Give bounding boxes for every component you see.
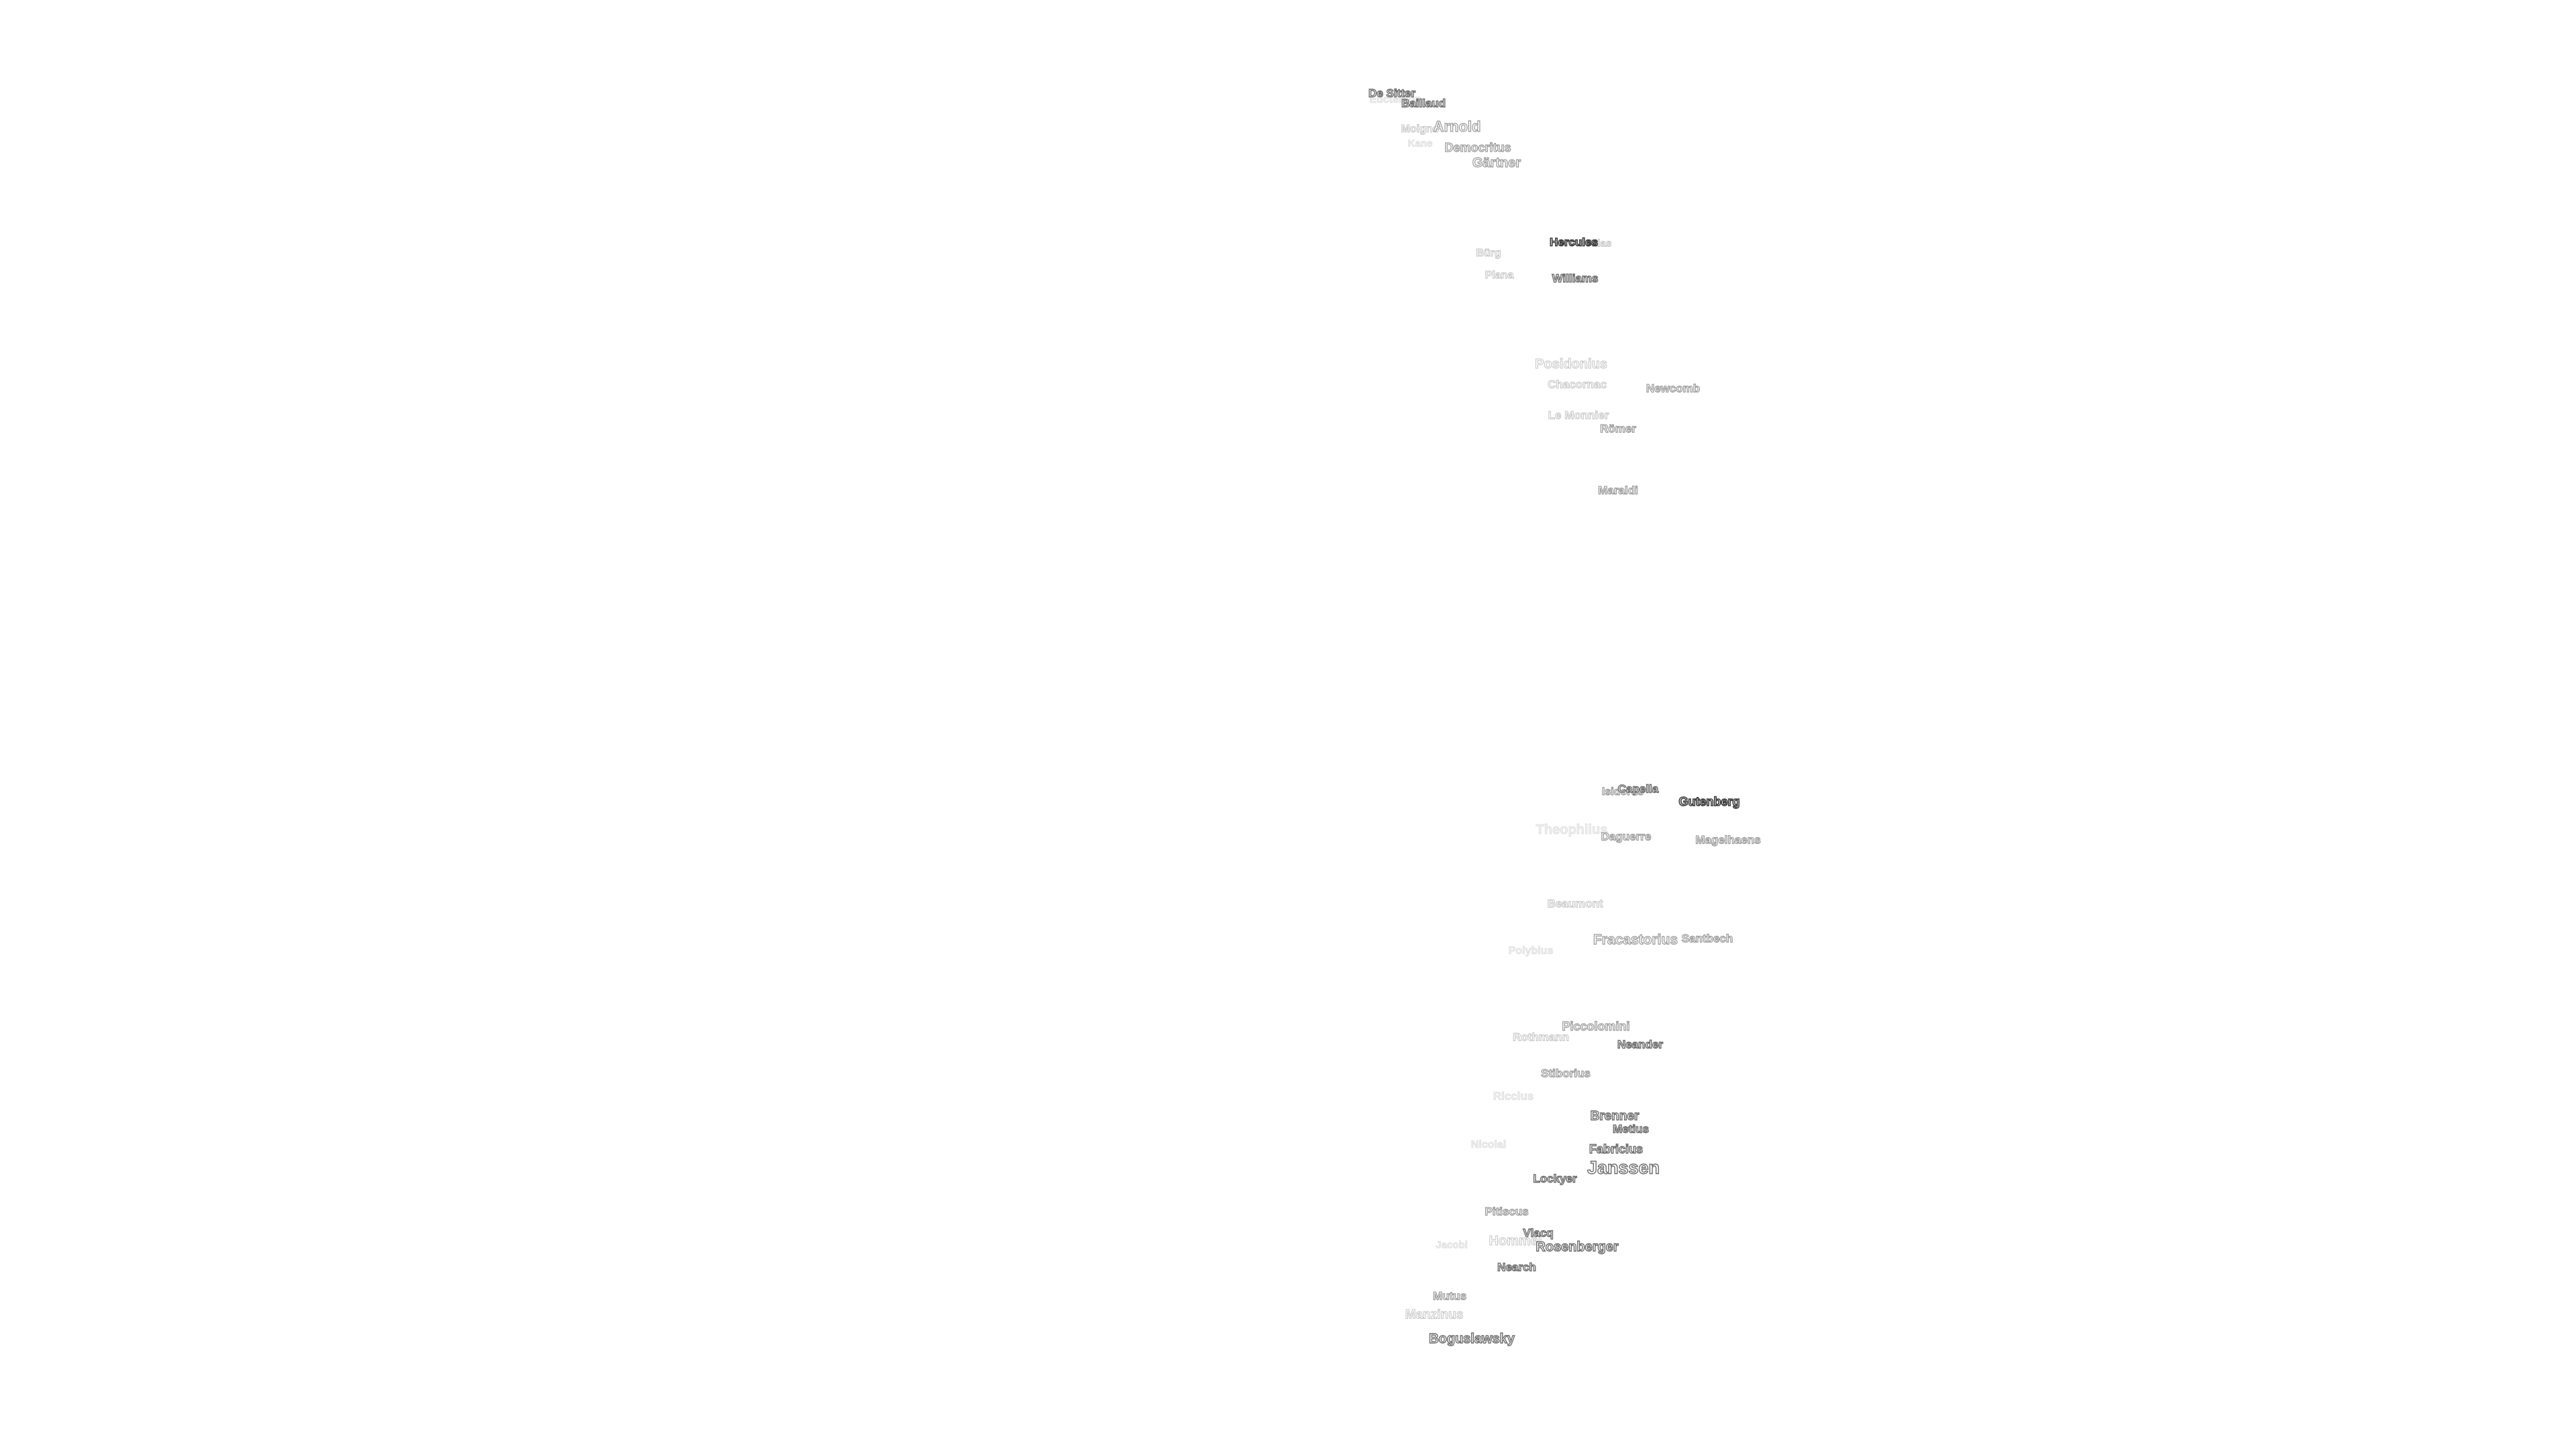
crater-label-daguerre[interactable]: Daguerre — [1601, 830, 1652, 843]
crater-label-democritus[interactable]: Democritus — [1444, 141, 1511, 154]
crater-label-nearch[interactable]: Nearch — [1497, 1260, 1536, 1274]
crater-label-jacobi[interactable]: Jacobi — [1436, 1239, 1468, 1251]
crater-label-rothmann[interactable]: Rothmann — [1512, 1030, 1570, 1044]
crater-label-boguslawsky[interactable]: Boguslawsky — [1428, 1332, 1515, 1346]
crater-label-riccius[interactable]: Riccius — [1493, 1089, 1534, 1103]
crater-label-newcomb[interactable]: Newcomb — [1646, 382, 1701, 395]
crater-label-fracastorius[interactable]: Fracastorius — [1593, 932, 1678, 948]
crater-label-moigno[interactable]: Moigno — [1401, 123, 1440, 135]
crater-label-rosenberger[interactable]: Rosenberger — [1536, 1240, 1619, 1254]
crater-label-kane[interactable]: Kane — [1407, 138, 1433, 150]
crater-label-gutenberg[interactable]: Gutenberg — [1678, 795, 1741, 808]
crater-label-polybius[interactable]: Polybius — [1508, 945, 1554, 957]
crater-label-lockyer[interactable]: Lockyer — [1533, 1172, 1578, 1185]
crater-label-stiborius[interactable]: Stiborius — [1541, 1067, 1591, 1080]
crater-label-hommel[interactable]: Hommel — [1489, 1234, 1542, 1248]
crater-label-gartner[interactable]: Gärtner — [1472, 156, 1521, 170]
crater-label-atlas[interactable]: Atlas — [1587, 237, 1612, 250]
crater-label-pitiscus[interactable]: Pitiscus — [1485, 1205, 1529, 1218]
crater-label-manzinus[interactable]: Manzinus — [1405, 1307, 1464, 1322]
crater-label-chacornac[interactable]: Chacornac — [1548, 378, 1607, 391]
crater-label-plana[interactable]: Plana — [1485, 270, 1514, 281]
crater-label-beaumont[interactable]: Beaumont — [1547, 897, 1603, 910]
crater-label-santbech[interactable]: Santbech — [1681, 932, 1733, 945]
crater-label-vlacq[interactable]: Vlacq — [1523, 1226, 1554, 1240]
crater-label-janssen[interactable]: Janssen — [1587, 1157, 1660, 1178]
crater-label-baillaud[interactable]: Baillaud — [1401, 97, 1446, 110]
crater-label-euctemon[interactable]: Euctemon — [1369, 94, 1421, 105]
crater-label-capella[interactable]: Capella — [1617, 782, 1659, 796]
crater-label-neander[interactable]: Neander — [1617, 1038, 1664, 1051]
crater-label-piccolomini[interactable]: Piccolomini — [1562, 1020, 1630, 1033]
crater-label-isidorus[interactable]: Isidorus — [1601, 786, 1644, 798]
crater-label-posidonius[interactable]: Posidonius — [1535, 357, 1608, 372]
crater-label-le-monnier[interactable]: Le Monnier — [1548, 409, 1609, 422]
crater-label-magelhaens[interactable]: Magelhaens — [1695, 833, 1762, 847]
crater-label-metius[interactable]: Metius — [1612, 1122, 1649, 1136]
crater-label-fabricius[interactable]: Fabricius — [1589, 1142, 1644, 1156]
crater-label-mutus[interactable]: Mutus — [1432, 1289, 1467, 1303]
crater-label-brenner[interactable]: Brenner — [1590, 1109, 1640, 1124]
crater-label-nicolai[interactable]: Nicolai — [1470, 1139, 1507, 1150]
crater-label-arnold[interactable]: Arnold — [1433, 118, 1481, 135]
crater-label-maraldi[interactable]: Maraldi — [1598, 484, 1639, 497]
crater-label-williams[interactable]: Williams — [1552, 272, 1599, 285]
crater-label-romer[interactable]: Römer — [1599, 422, 1636, 435]
crater-label-de-sitter[interactable]: De Sitter — [1368, 87, 1415, 100]
crater-label-theophilus[interactable]: Theophilus — [1536, 822, 1608, 837]
crater-label-burg[interactable]: Bürg — [1476, 248, 1501, 259]
crater-label-hercules[interactable]: Hercules — [1549, 235, 1598, 249]
